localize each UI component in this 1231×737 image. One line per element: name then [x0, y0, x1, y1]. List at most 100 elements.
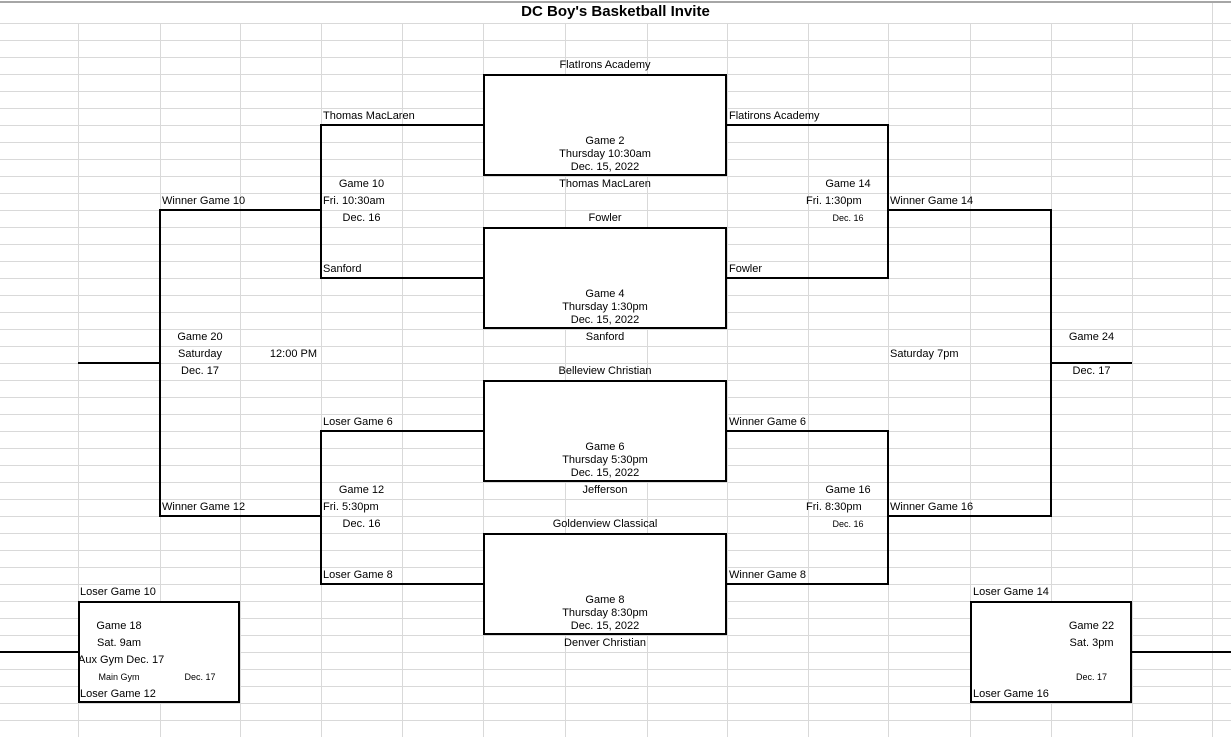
slot-label-game12-bottom: Loser Game 8 [323, 569, 393, 581]
bracket-line-h [1131, 651, 1231, 653]
bracket-line-v [320, 430, 322, 585]
bracket-line-h [159, 515, 322, 517]
advance-label-game12: Winner Game 12 [162, 501, 246, 513]
game-box-6: Game 6 Thursday 5:30pm Dec. 15, 2022 [483, 380, 727, 482]
advance-label-game14: Winner Game 14 [890, 195, 974, 207]
game16-time: Fri. 8:30pm [806, 501, 862, 513]
gridline-row [0, 176, 1231, 177]
gridline-row [0, 669, 1231, 670]
game8-meta: Game 8 Thursday 8:30pm Dec. 15, 2022 [485, 594, 725, 633]
advance-label-game10: Winner Game 10 [162, 195, 246, 207]
bracket-line-h [320, 430, 483, 432]
game2-name: Game 2 [585, 135, 625, 147]
bracket-line-v [887, 430, 889, 585]
game18-date: Dec. 17 [184, 672, 216, 682]
game10-name: Game 10 [338, 178, 385, 190]
bracket-line-v [887, 124, 889, 279]
game22-time: Sat. 3pm [1069, 637, 1114, 649]
game14-name: Game 14 [825, 178, 871, 190]
game24-day: Saturday 7pm [890, 348, 959, 360]
game6-date: Dec. 15, 2022 [570, 467, 640, 479]
game8-date: Dec. 15, 2022 [570, 620, 640, 632]
gridline-row [0, 516, 1231, 517]
team-label-game2-bottom: Thomas MacLaren [559, 178, 651, 190]
game12-name: Game 12 [338, 484, 385, 496]
gridline-row [0, 329, 1231, 330]
gridline-row [0, 346, 1231, 347]
slot-label-game10-top: Thomas MacLaren [323, 110, 415, 122]
gridline-row [0, 499, 1231, 500]
gridline-row [0, 635, 1231, 636]
game10-date: Dec. 16 [342, 212, 381, 224]
bracket-line-h [887, 515, 1052, 517]
slot-label-game14-bottom: Fowler [729, 263, 763, 275]
team-label-game4-top: Fowler [588, 212, 622, 224]
game24-name: Game 24 [1068, 331, 1115, 343]
gridline-col [1212, 3, 1213, 737]
game8-time: Thursday 8:30pm [562, 607, 648, 619]
game-box-8: Game 8 Thursday 8:30pm Dec. 15, 2022 [483, 533, 727, 635]
slot-label-game22-bottom: Loser Game 16 [973, 688, 1049, 700]
bracket-line-h [727, 583, 889, 585]
bracket-line-h [320, 277, 483, 279]
game14-date: Dec. 16 [832, 213, 864, 223]
gridline-row [0, 652, 1231, 653]
game20-time: 12:00 PM [269, 348, 317, 360]
advance-label-game16: Winner Game 16 [890, 501, 974, 513]
team-label-game2-top: FlatIrons Academy [559, 59, 651, 71]
gridline-row [0, 686, 1231, 687]
gridline-row [0, 57, 1231, 58]
bracket-line-v [320, 124, 322, 279]
game12-time: Fri. 5:30pm [323, 501, 379, 513]
bracket-line-h [1050, 362, 1132, 364]
game4-meta: Game 4 Thursday 1:30pm Dec. 15, 2022 [485, 288, 725, 327]
game18-time: Sat. 9am [96, 637, 142, 649]
game8-name: Game 8 [585, 594, 625, 606]
bracket-line-h [159, 209, 322, 211]
game-box-2: Game 2 Thursday 10:30am Dec. 15, 2022 [483, 74, 727, 176]
game16-name: Game 16 [825, 484, 871, 496]
gridline-row [0, 23, 1231, 24]
bracket-line-h [727, 277, 889, 279]
game6-name: Game 6 [585, 441, 625, 453]
team-label-game8-bottom: Denver Christian [564, 637, 646, 649]
game2-date: Dec. 15, 2022 [570, 161, 640, 173]
slot-label-game16-top: Winner Game 6 [729, 416, 807, 428]
slot-label-game12-top: Loser Game 6 [323, 416, 393, 428]
game-box-4: Game 4 Thursday 1:30pm Dec. 15, 2022 [483, 227, 727, 329]
slot-label-game18-top: Loser Game 10 [80, 586, 156, 598]
bracket-line-h [887, 209, 1052, 211]
game14-time: Fri. 1:30pm [806, 195, 862, 207]
team-label-game6-top: Belleview Christian [558, 365, 652, 377]
game12-date: Dec. 16 [342, 518, 381, 530]
slot-label-game16-bottom: Winner Game 8 [729, 569, 807, 581]
game2-time: Thursday 10:30am [559, 148, 651, 160]
bracket-line-h [320, 583, 483, 585]
game2-meta: Game 2 Thursday 10:30am Dec. 15, 2022 [485, 135, 725, 174]
team-label-game8-top: Goldenview Classical [552, 518, 658, 530]
gridline-row [0, 210, 1231, 211]
game22-name: Game 22 [1068, 620, 1115, 632]
game24-date: Dec. 17 [1072, 365, 1111, 377]
game18-name: Game 18 [96, 620, 142, 632]
slot-label-game22-top: Loser Game 14 [973, 586, 1049, 598]
game22-date: Dec. 17 [1075, 672, 1108, 682]
bracket-line-h [320, 124, 483, 126]
game-box-22 [970, 601, 1132, 703]
team-label-game4-bottom: Sanford [585, 331, 625, 343]
gridline-row [0, 40, 1231, 41]
game4-time: Thursday 1:30pm [562, 301, 648, 313]
game16-date: Dec. 16 [832, 519, 864, 529]
bracket-line-h [0, 651, 79, 653]
slot-label-game10-bottom: Sanford [323, 263, 362, 275]
bracket-line-h [78, 362, 161, 364]
gridline-row [0, 482, 1231, 483]
top-rule [0, 1, 1231, 3]
bracket-line-v [159, 209, 161, 517]
game6-meta: Game 6 Thursday 5:30pm Dec. 15, 2022 [485, 441, 725, 480]
game-box-18 [78, 601, 240, 703]
game4-date: Dec. 15, 2022 [570, 314, 640, 326]
page-title: DC Boy's Basketball Invite [521, 3, 710, 20]
game10-time: Fri. 10:30am [323, 195, 385, 207]
